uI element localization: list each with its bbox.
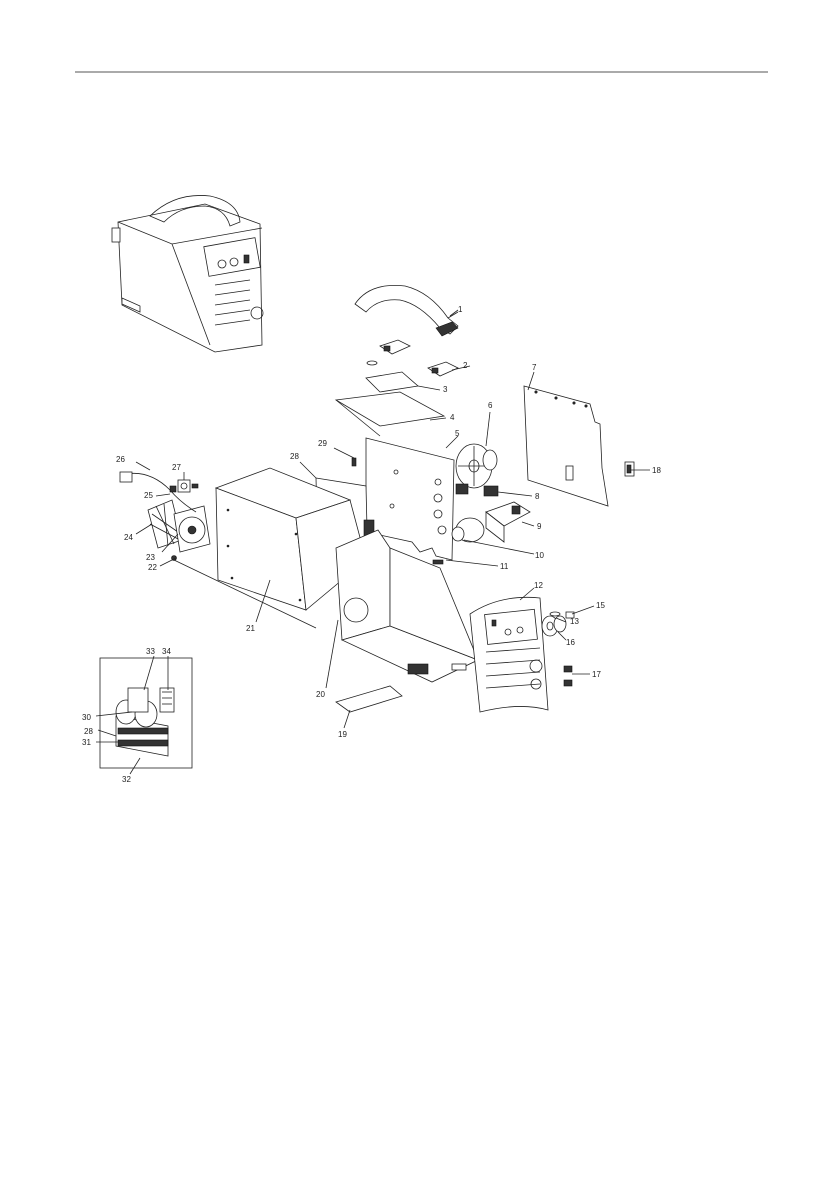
part-clip-top (380, 340, 410, 354)
part-post-29 (352, 458, 356, 466)
part-fan (174, 506, 210, 552)
label-29: 29 (318, 439, 327, 448)
label-13: 13 (570, 617, 579, 626)
part-clip-2 (428, 362, 458, 376)
part-terminals (564, 666, 572, 686)
part-board-plate (336, 392, 444, 436)
label-28b: 28 (84, 727, 93, 736)
label-18: 18 (652, 466, 661, 475)
label-33: 33 (146, 647, 155, 656)
part-ring-10 (452, 527, 464, 541)
label-26: 26 (116, 455, 125, 464)
label-4: 4 (450, 413, 455, 422)
label-15: 15 (596, 601, 605, 610)
label-19: 19 (338, 730, 347, 739)
label-12: 12 (534, 581, 543, 590)
part-cover-plate (366, 372, 418, 392)
label-11: 11 (500, 562, 509, 571)
label-30: 30 (82, 713, 91, 722)
part-tab-11 (433, 560, 443, 564)
label-27: 27 (172, 463, 181, 472)
label-8: 8 (535, 492, 540, 501)
part-gas-valve (456, 502, 530, 542)
label-21: 21 (246, 624, 255, 633)
label-6: 6 (488, 401, 493, 410)
label-28a: 28 (290, 452, 299, 461)
label-25: 25 (144, 491, 153, 500)
inset-detail (100, 658, 192, 768)
part-switch-18 (625, 462, 634, 476)
part-front-panel (470, 597, 548, 712)
part-side-panel (524, 386, 608, 506)
label-31: 31 (82, 738, 91, 747)
part-cable-gland (178, 480, 198, 492)
part-spool-holder (456, 444, 497, 488)
label-1: 1 (458, 305, 463, 314)
label-24: 24 (124, 533, 133, 542)
label-5: 5 (455, 429, 460, 438)
label-9: 9 (537, 522, 542, 531)
label-3: 3 (443, 385, 448, 394)
label-17: 17 (592, 670, 601, 679)
part-foot (336, 686, 402, 712)
part-base-tray (336, 530, 478, 682)
label-32: 32 (122, 775, 131, 784)
label-34: 34 (162, 647, 171, 656)
label-20: 20 (316, 690, 325, 699)
part-handle (355, 285, 458, 336)
part-washer (367, 361, 377, 365)
label-22: 22 (148, 563, 157, 572)
label-16: 16 (566, 638, 575, 647)
label-23: 23 (146, 553, 155, 562)
assembled-machine (112, 195, 263, 352)
label-7: 7 (532, 363, 537, 372)
label-10: 10 (535, 551, 544, 560)
label-2: 2 (463, 361, 468, 370)
